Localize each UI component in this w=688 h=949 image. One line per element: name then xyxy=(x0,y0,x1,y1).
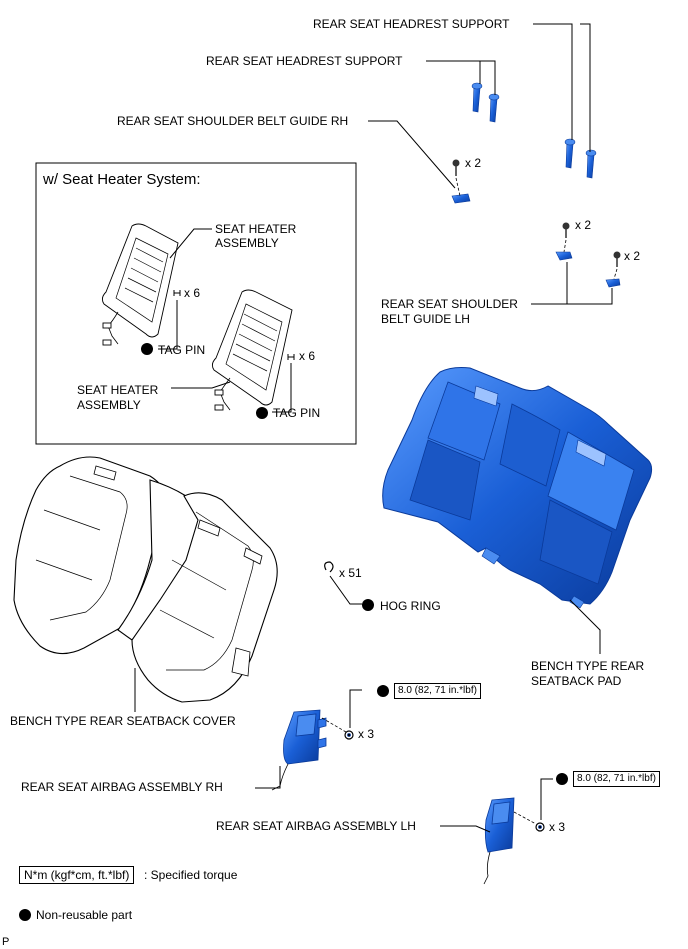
non-reusable-dot-icon xyxy=(362,599,374,611)
headrest-support-pair-1 xyxy=(471,82,500,123)
seat-heater-box-title: w/ Seat Heater System: xyxy=(43,171,201,188)
legend-non-reusable-dot-icon xyxy=(19,909,31,921)
seatback-cover xyxy=(13,456,278,703)
non-reusable-dot-icon xyxy=(256,407,268,419)
torque-dot-icon xyxy=(377,685,389,697)
seat-heater-2 xyxy=(211,289,293,411)
label-seatback-cover: BENCH TYPE REAR SEATBACK COVER xyxy=(10,714,236,728)
legend-torque-desc: : Specified torque xyxy=(144,868,238,882)
torque-spec-airbag-rh: 8.0 (82, 71 in.*lbf) xyxy=(394,683,481,699)
airbag-rh-leaders xyxy=(255,689,362,789)
torque-dot-icon xyxy=(556,773,568,785)
heater-leaders xyxy=(158,228,292,413)
seatback-pad xyxy=(382,367,653,609)
torque-spec-airbag-lh: 8.0 (82, 71 in.*lbf) xyxy=(573,771,660,787)
headrest-leaders xyxy=(426,23,591,152)
label-tag-pin-1: TAG PIN xyxy=(158,343,206,357)
qty-airbag-rh: x 3 xyxy=(358,727,375,741)
label-hog-ring: HOG RING xyxy=(380,599,441,613)
qty-heater-1-tag-pin: x 6 xyxy=(184,286,201,300)
airbag-rh-part xyxy=(271,709,354,791)
label-heater-1-line1: SEAT HEATER xyxy=(215,222,297,236)
label-belt-guide-lh-line1: REAR SEAT SHOULDER xyxy=(381,297,518,311)
qty-belt-guide-rh: x 2 xyxy=(465,156,482,170)
label-seatback-pad-line2: SEATBACK PAD xyxy=(531,674,622,688)
label-belt-guide-rh: REAR SEAT SHOULDER BELT GUIDE RH xyxy=(117,114,349,128)
label-airbag-rh: REAR SEAT AIRBAG ASSEMBLY RH xyxy=(21,780,223,794)
headrest-support-pair-2 xyxy=(564,138,597,179)
label-tag-pin-2: TAG PIN xyxy=(273,406,321,420)
belt-guide-rh-part xyxy=(451,159,471,204)
belt-guide-rh-leader xyxy=(368,120,456,189)
non-reusable-dot-icon xyxy=(141,343,153,355)
belt-guide-lh-parts xyxy=(555,222,621,288)
label-belt-guide-lh-line2: BELT GUIDE LH xyxy=(381,312,470,326)
qty-airbag-lh: x 3 xyxy=(549,820,566,834)
label-heater-1-line2: ASSEMBLY xyxy=(215,236,279,250)
legend-torque-unit-box: N*m (kgf*cm, ft.*lbf) xyxy=(19,866,135,884)
qty-hog-ring: x 51 xyxy=(339,566,362,580)
label-headrest-support-2: REAR SEAT HEADREST SUPPORT xyxy=(206,54,403,68)
airbag-lh-leaders xyxy=(440,778,553,833)
label-airbag-lh: REAR SEAT AIRBAG ASSEMBLY LH xyxy=(216,819,416,833)
label-heater-2-line2: ASSEMBLY xyxy=(77,398,141,412)
belt-guide-lh-leader xyxy=(531,262,613,305)
seat-heater-box xyxy=(35,162,357,445)
legend-non-reusable: Non-reusable part xyxy=(36,908,133,922)
qty-heater-2-tag-pin: x 6 xyxy=(299,349,316,363)
hog-ring-icon xyxy=(324,561,362,605)
airbag-lh-part xyxy=(483,797,545,885)
tag-pin-icons xyxy=(173,290,295,360)
label-heater-2-line1: SEAT HEATER xyxy=(77,383,159,397)
qty-belt-guide-lh-1: x 2 xyxy=(575,218,592,232)
label-seatback-pad-line1: BENCH TYPE REAR xyxy=(531,659,645,673)
seat-heater-1 xyxy=(101,223,179,346)
corner-mark: P xyxy=(2,936,10,948)
seatback-pad-leader xyxy=(569,599,601,654)
qty-belt-guide-lh-2: x 2 xyxy=(624,249,641,263)
label-headrest-support-1: REAR SEAT HEADREST SUPPORT xyxy=(313,17,510,31)
